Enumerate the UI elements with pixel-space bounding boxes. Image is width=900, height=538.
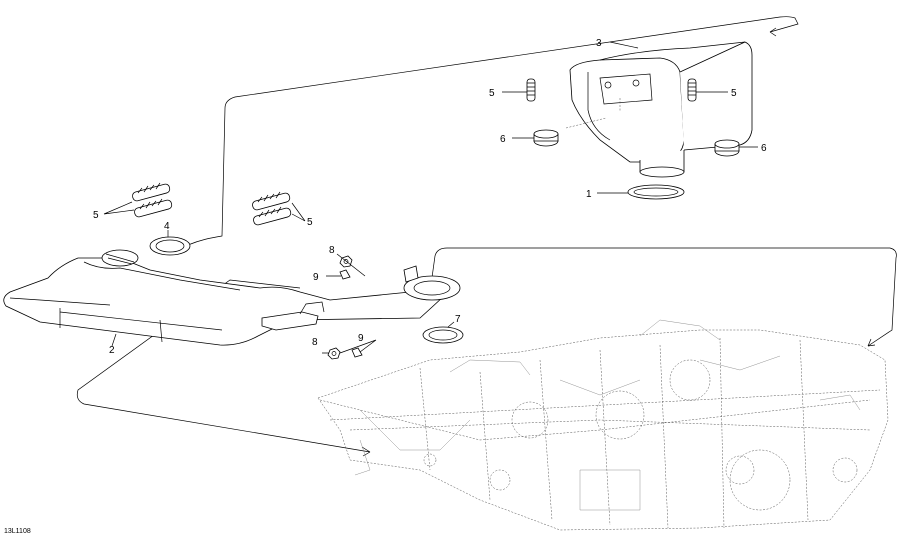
rubber-mounts	[533, 129, 740, 157]
muffler	[565, 41, 753, 178]
mount-right	[714, 139, 740, 157]
callout-7: 7	[455, 314, 461, 325]
gasket-4	[149, 236, 191, 256]
callout-8-upper: 8	[329, 245, 335, 256]
washer-lower	[351, 347, 363, 358]
callout-1: 1	[586, 189, 592, 200]
mount-left	[533, 129, 559, 147]
callout-8-lower: 8	[312, 337, 318, 348]
springs	[132, 78, 697, 226]
spring-pipe-right-2	[253, 206, 292, 226]
spring-muffler-left	[526, 78, 536, 102]
gaskets	[149, 184, 685, 344]
callout-2: 2	[109, 345, 115, 356]
spring-pipe-left-1	[132, 182, 171, 202]
gasket-1	[627, 184, 685, 200]
callout-5-pipe-left: 5	[93, 210, 99, 221]
illustration-code: 13L1108	[4, 528, 31, 535]
spring-pipe-right-1	[252, 191, 291, 211]
callout-5-muffler-left: 5	[489, 88, 495, 99]
callout-6-right: 6	[761, 143, 767, 154]
engine-ghost	[317, 319, 889, 531]
callout-leaders	[103, 41, 758, 354]
callout-4: 4	[164, 221, 170, 232]
gasket-7	[422, 326, 464, 344]
callout-6-left: 6	[500, 134, 506, 145]
nut-lower	[327, 347, 341, 360]
routing-lines	[76, 16, 897, 457]
callout-5-pipe-right: 5	[307, 217, 313, 228]
washer-upper	[339, 269, 351, 280]
callout-3: 3	[596, 38, 602, 49]
callout-9-lower: 9	[358, 333, 364, 344]
exhaust-pipe	[3, 249, 461, 346]
callouts: 1 2 3 4 5 5 5 5 6 6 7 8 8 9 9	[93, 38, 767, 356]
callout-5-muffler-right: 5	[731, 88, 737, 99]
callout-9-upper: 9	[313, 272, 319, 283]
spring-pipe-left-2	[134, 198, 173, 218]
spring-muffler-right	[687, 78, 697, 102]
